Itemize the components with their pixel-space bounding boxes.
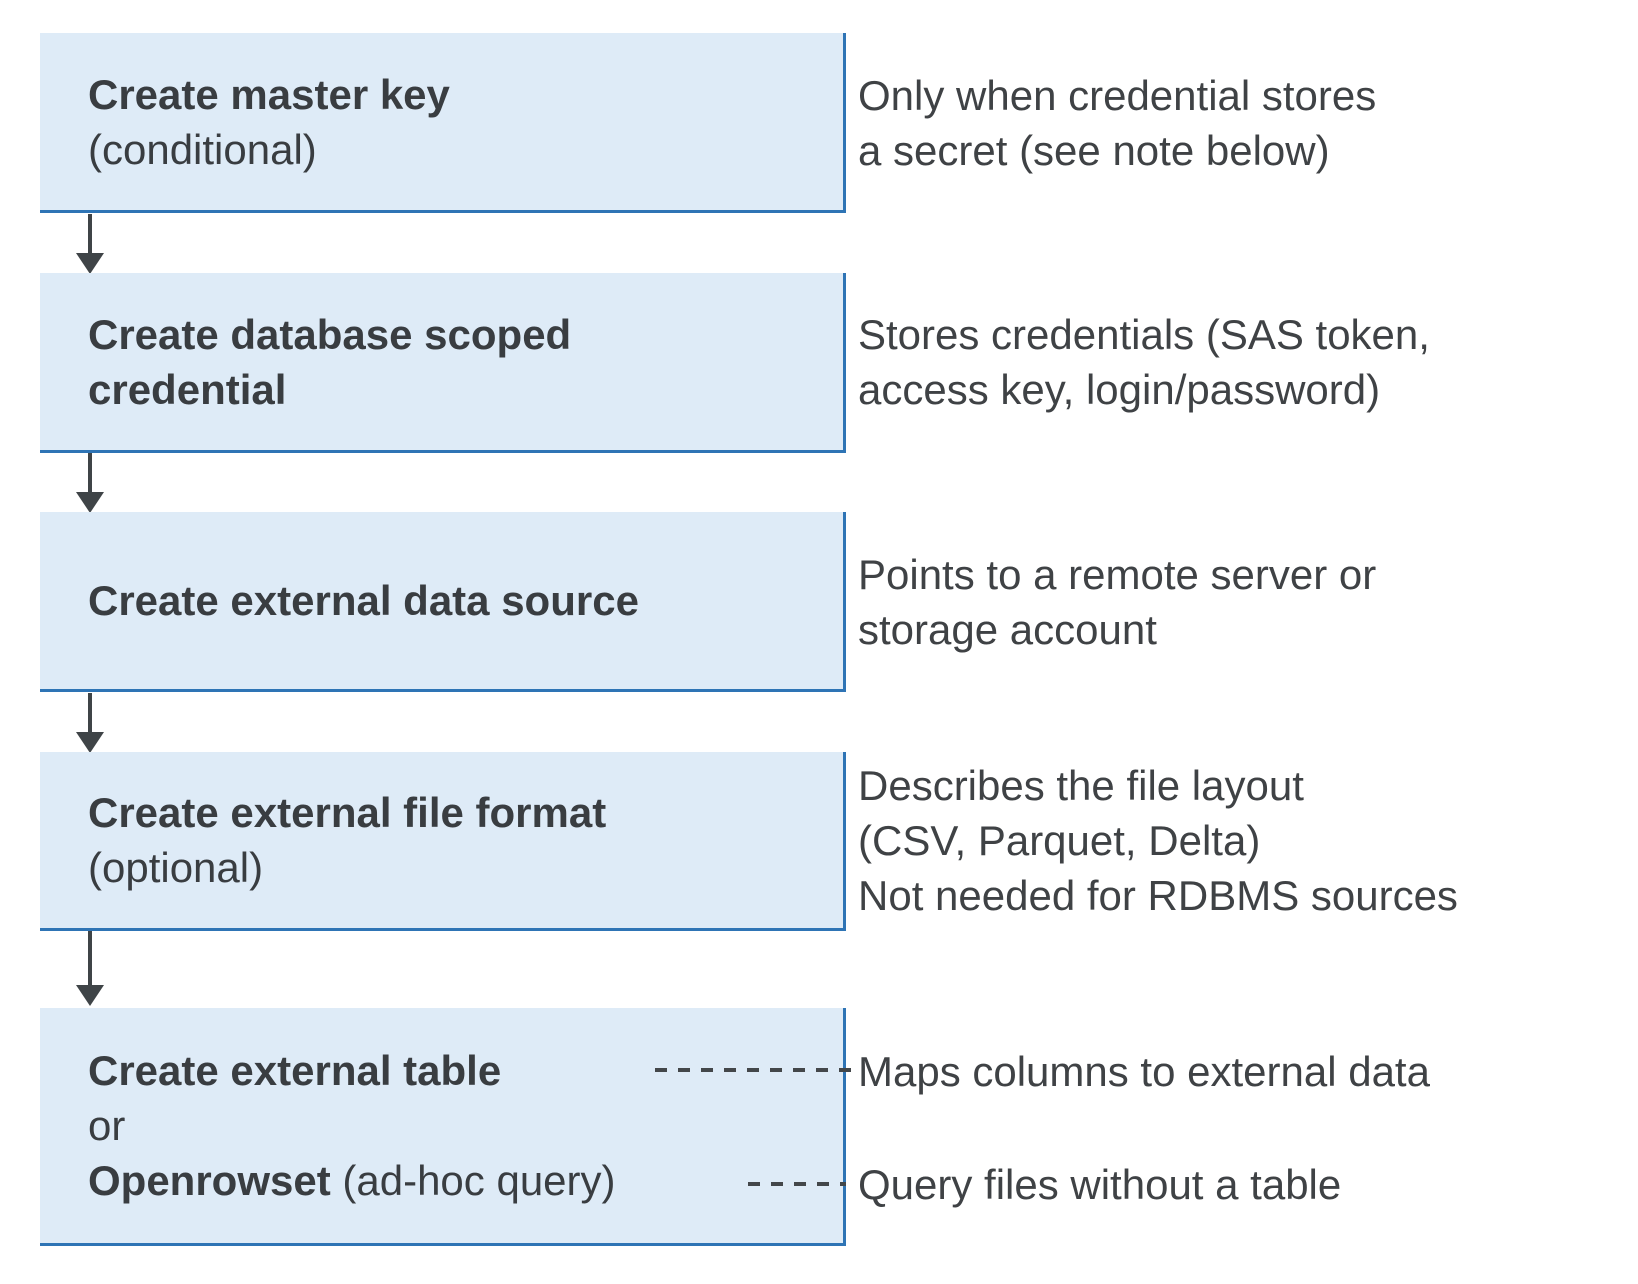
note-scoped-credential: Stores credentials (SAS token, access ke… — [858, 311, 1430, 413]
step-title-openrowset-line: Openrowset (ad-hoc query) — [88, 1153, 843, 1208]
arrow-stem — [88, 214, 92, 253]
note-data-source: Points to a remote server or storage acc… — [858, 551, 1377, 653]
step-box-external-table-or-openrowset: Create external table or Openrowset (ad-… — [40, 1008, 846, 1246]
step-box-external-data-source: Create external data source — [40, 512, 846, 692]
flow-arrow-4 — [76, 931, 104, 1006]
adhoc-query-label: (ad-hoc query) — [330, 1157, 616, 1204]
arrow-head-icon — [76, 985, 104, 1006]
step-subtitle: (conditional) — [88, 125, 317, 173]
note-file-format: Describes the file layout (CSV, Parquet,… — [858, 762, 1458, 919]
step-or-label: or — [88, 1102, 126, 1149]
arrow-stem — [88, 453, 92, 492]
dashed-connector-openrowset — [748, 1182, 846, 1186]
arrow-head-icon — [76, 492, 104, 513]
openrowset-label: Openrowset — [88, 1157, 331, 1204]
dashed-connector-external-table — [655, 1068, 853, 1072]
step-title: Create database scoped credential — [88, 310, 572, 413]
arrow-stem — [88, 693, 92, 732]
note-openrowset: Query files without a table — [858, 1161, 1342, 1208]
flow-arrow-3 — [76, 693, 104, 753]
step-box-create-master-key: Create master key (conditional) — [40, 33, 846, 213]
step-box-external-file-format: Create external file format (optional) — [40, 752, 846, 931]
flow-arrow-1 — [76, 214, 104, 274]
arrow-head-icon — [76, 732, 104, 753]
note-master-key: Only when credential stores a secret (se… — [858, 72, 1377, 174]
step-title-external-table: Create external table — [88, 1047, 502, 1094]
step-title: Create external data source — [88, 577, 639, 624]
flow-arrow-2 — [76, 453, 104, 513]
arrow-head-icon — [76, 253, 104, 274]
step-box-database-scoped-credential: Create database scoped credential — [40, 273, 846, 453]
arrow-stem — [88, 931, 92, 985]
note-external-table: Maps columns to external data — [858, 1048, 1430, 1095]
step-subtitle: (optional) — [88, 844, 264, 891]
step-title: Create master key — [88, 70, 450, 118]
step-title: Create external file format — [88, 789, 607, 836]
